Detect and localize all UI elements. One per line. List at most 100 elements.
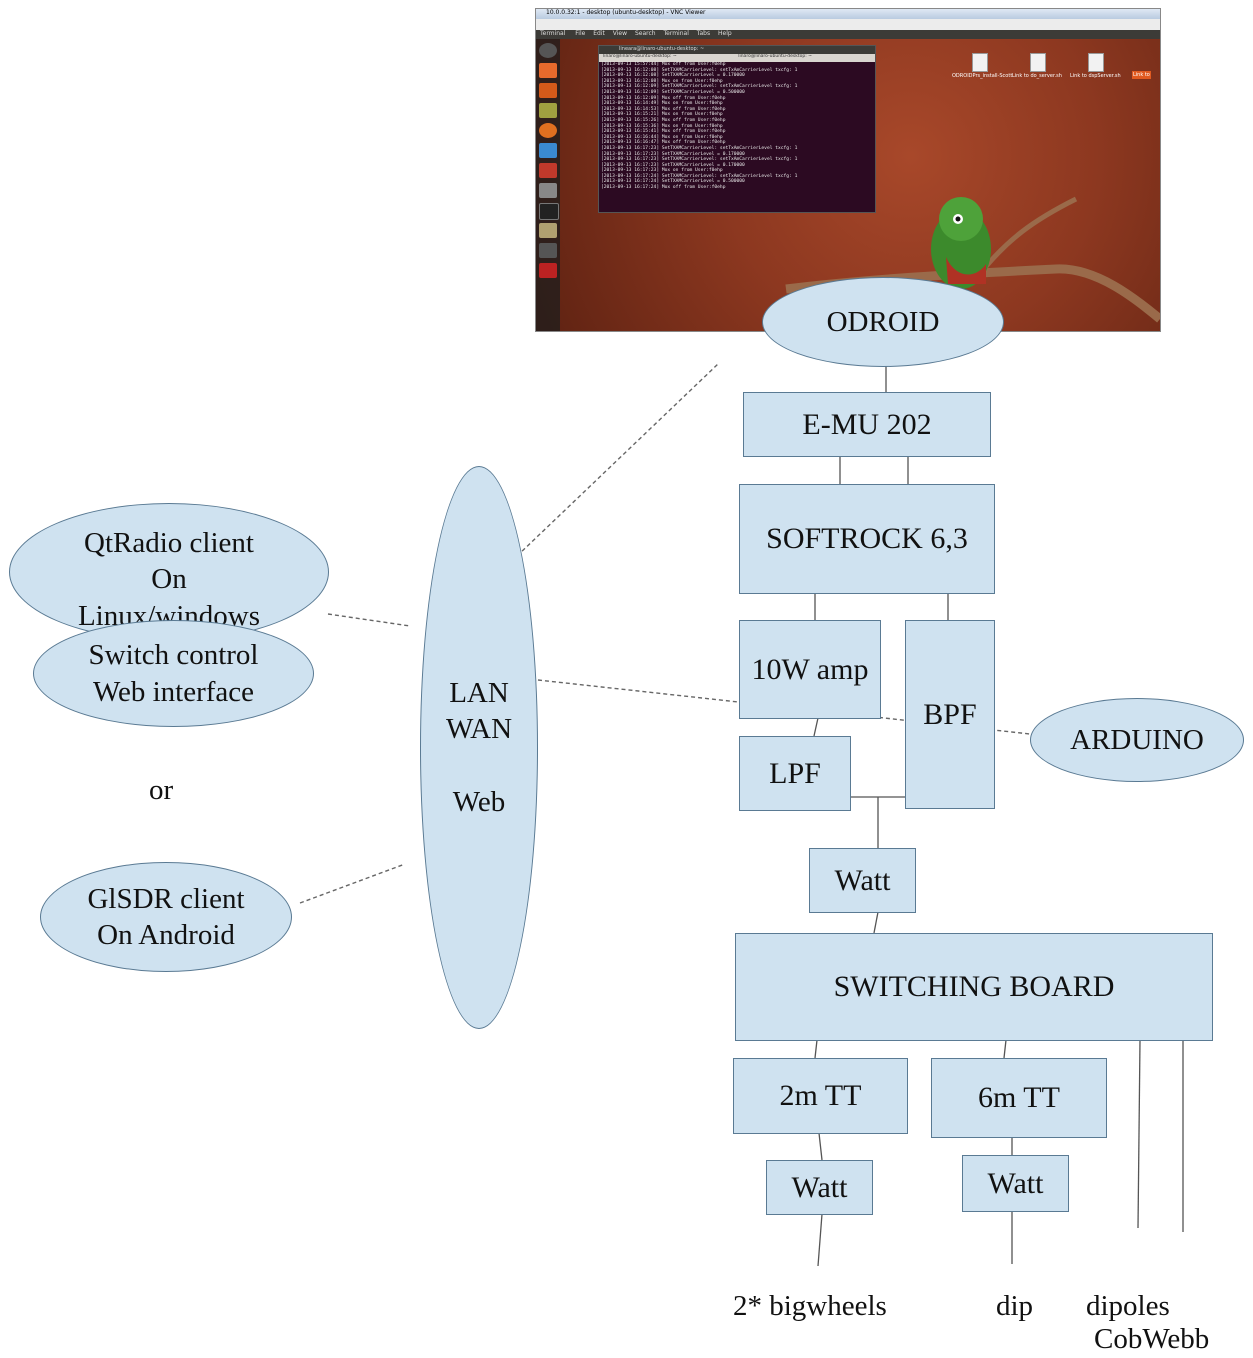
settings-icon[interactable] (539, 183, 557, 198)
watt-label: Watt (987, 1166, 1044, 1200)
terminal-icon[interactable] (539, 203, 559, 220)
network-label-web: Web (452, 785, 506, 818)
menu-bar: Terminal File Edit View Search Terminal … (536, 30, 1160, 39)
firefox-icon[interactable] (539, 123, 557, 138)
vnc-title-bar: 10.0.0.32:1 - desktop (ubuntu-desktop) -… (536, 9, 1160, 19)
menu-item[interactable]: View (612, 30, 628, 37)
file-icon[interactable] (1030, 53, 1046, 72)
network-label-lan: LAN (449, 677, 509, 710)
terminal-line: [2013-09-13 16:16:47] Mox off from User:… (601, 140, 726, 146)
line-switching-2m (814, 1039, 818, 1059)
line-switching-dipoles-a (1137, 1039, 1141, 1229)
terminal-line: [2013-09-13 16:17:23] SetTXAMCarrierLeve… (601, 151, 745, 157)
terminal-line: [2013-09-13 16:14:49] Mox on from User:f… (601, 101, 723, 107)
qtradio-client-node: QtRadio client On Linux/windows (9, 503, 329, 641)
terminal-window[interactable]: lineara@linaro-ubuntu-desktop: ~ linaro@… (598, 45, 876, 213)
watt-meter-main: Watt (809, 848, 916, 913)
menu-item[interactable]: Help (718, 30, 732, 37)
trash-icon[interactable] (539, 263, 557, 278)
line-watt-bigwheels (817, 1213, 823, 1267)
terminal-line: [2013-09-13 16:14:53] Mox off from User:… (601, 106, 726, 112)
terminal-tabs: linaro@linaro-ubuntu-desktop: ~ linaro@l… (599, 54, 875, 62)
line-2m-watt (818, 1132, 823, 1161)
network-node: LAN WAN Web (420, 466, 538, 1029)
menu-item[interactable]: Terminal (663, 30, 689, 37)
amp-label: 10W amp (751, 652, 869, 686)
terminal-line: [2013-09-13 16:15:26] Mox off from User:… (601, 117, 726, 123)
switching-board-box: SWITCHING BOARD (735, 933, 1213, 1041)
softrock-label: SOFTROCK 6,3 (766, 522, 968, 555)
ubuntu-launcher (536, 39, 560, 331)
antenna-cobwebb-label: CobWebb (1094, 1323, 1210, 1355)
qtradio-line-2: On (151, 563, 187, 596)
terminal-line: [2013-09-13 16:15:41] Mox off from User:… (601, 129, 726, 135)
terminal-line: [2013-09-13 16:12:09] SetTXAMCarrierLeve… (601, 84, 798, 90)
menu-item[interactable]: Search (634, 30, 656, 37)
vnc-window-title: 10.0.0.32:1 - desktop (ubuntu-desktop) -… (546, 9, 706, 16)
terminal-line: [2013-09-13 16:17:24] SetTXAMCarrierLeve… (601, 179, 745, 185)
watt-meter-2m: Watt (766, 1160, 873, 1215)
emu-202-label: E-MU 202 (802, 407, 932, 441)
antenna-bigwheels-label: 2* bigwheels (733, 1290, 887, 1322)
terminal-line: [2013-09-13 16:15:21] Mox on from User:f… (601, 112, 723, 118)
software-center-icon[interactable] (539, 143, 557, 158)
switch-control-line-2: Web interface (92, 675, 255, 708)
glsdr-client-node: GlSDR client On Android (40, 862, 292, 972)
app-icon[interactable] (539, 163, 557, 178)
qtradio-line-1: QtRadio client (84, 527, 254, 559)
arduino-node: ARDUINO (1030, 698, 1244, 782)
terminal-line: [2013-09-13 16:17:24] Mox off from User:… (601, 185, 726, 191)
tt-6m-box: 6m TT (931, 1058, 1107, 1138)
switch-control-line-1: Switch control (88, 639, 259, 672)
terminal-line: [2013-09-13 16:17:23] Mox on from User:f… (601, 168, 723, 174)
desktop-icon-label: Link to do_server.sh (1012, 73, 1062, 79)
link-network-odroid (516, 363, 719, 557)
terminal-tab[interactable]: linaro@linaro-ubuntu-desktop: ~ (738, 54, 812, 59)
bpf-label: BPF (923, 697, 977, 731)
terminal-line: [2013-09-13 16:12:09] Mox off from User:… (601, 95, 726, 101)
odroid-label: ODROID (826, 305, 940, 338)
lpf-label: LPF (769, 756, 821, 790)
watt-label: Watt (834, 863, 891, 897)
app-icon[interactable] (539, 223, 557, 238)
line-amp-lpf (813, 717, 819, 737)
menu-item[interactable]: File (575, 30, 586, 37)
terminal-title-bar: lineara@linaro-ubuntu-desktop: ~ (599, 46, 875, 54)
terminal-output: [2013-09-13 15:57:44] Mox off from User:… (599, 62, 875, 191)
line-watt-switching (873, 911, 879, 934)
workspace-icon[interactable] (539, 243, 557, 258)
app-icon[interactable] (539, 103, 557, 118)
tt-2m-box: 2m TT (733, 1058, 908, 1134)
amp-box: 10W amp (739, 620, 881, 719)
file-icon[interactable] (972, 53, 988, 72)
terminal-line: [2013-09-13 16:15:36] Mox on from User:f… (601, 123, 723, 129)
desktop-icon-label: Link to (1132, 71, 1151, 79)
desktop-icon-label: Link to dspServer.sh (1070, 73, 1121, 79)
terminal-line: [2013-09-13 16:17:23] SetTXAMCarrierLeve… (601, 145, 798, 151)
watt-label: Watt (791, 1170, 848, 1204)
terminal-line: [2013-09-13 15:57:44] Mox off from User:… (601, 62, 726, 67)
network-label-wan: WAN (445, 713, 513, 746)
home-folder-icon[interactable] (539, 83, 557, 98)
desktop-icon-label: ODROIDPrs_install-Scott (952, 73, 1013, 79)
menu-item[interactable]: Terminal (540, 30, 566, 37)
link-glsdr-network (299, 863, 406, 904)
terminal-line: [2013-09-13 16:17:23] SetTXAMCarrierLeve… (601, 157, 798, 163)
line-switching-6m (1003, 1039, 1007, 1059)
terminal-line: [2013-09-13 16:16:44] Mox on from User:f… (601, 134, 723, 140)
terminal-line: [2013-09-13 16:12:08] SetTXAMCarrierLeve… (601, 73, 745, 79)
switching-board-label: SWITCHING BOARD (833, 970, 1115, 1003)
terminal-line: [2013-09-13 16:17:24] SetTXAMCarrierLeve… (601, 173, 798, 179)
menu-item[interactable]: Tabs (696, 30, 711, 37)
terminal-line: [2013-09-13 16:12:08] Mox on from User:f… (601, 78, 723, 84)
menu-item[interactable]: Edit (593, 30, 605, 37)
softrock-box: SOFTROCK 6,3 (739, 484, 995, 594)
files-icon[interactable] (539, 63, 557, 78)
terminal-tab[interactable]: linaro@linaro-ubuntu-desktop: ~ (603, 54, 677, 59)
dash-icon[interactable] (539, 43, 557, 58)
lpf-box: LPF (739, 736, 851, 811)
terminal-line: [2013-09-13 16:12:09] SetTXAMCarrierLeve… (601, 89, 745, 95)
odroid-node: ODROID (762, 277, 1004, 367)
file-icon[interactable] (1088, 53, 1104, 72)
or-label: or (149, 774, 174, 806)
